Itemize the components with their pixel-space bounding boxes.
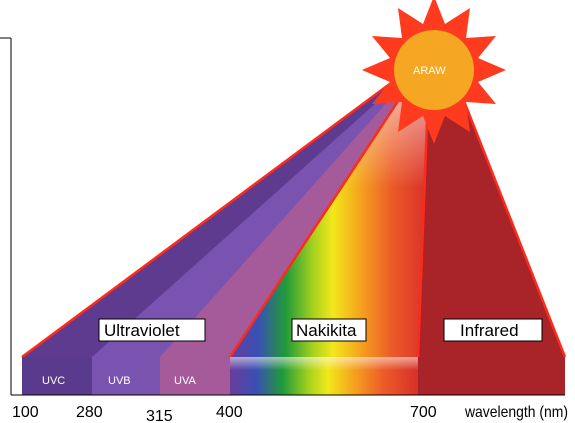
infrared-beam [418, 96, 565, 357]
outline-ray-left [21, 78, 396, 359]
uva-band [160, 357, 230, 395]
uvc-band [22, 357, 92, 395]
outline-ray-right [460, 95, 567, 358]
uva-label: UVA [174, 375, 196, 387]
infrared-band [418, 357, 565, 395]
tick-label-400: 400 [216, 404, 243, 421]
infrared-label-box [443, 318, 543, 342]
sun-label: ARAW [413, 65, 446, 77]
infrared-label: Infrared [460, 321, 519, 340]
tick-label-315: 315 [146, 408, 173, 423]
visible-beam-highlight [230, 96, 428, 357]
sun-disc [394, 30, 474, 110]
uvb-label: UVB [108, 375, 131, 387]
visible-band-highlight [230, 357, 418, 395]
uvb-band [92, 357, 160, 395]
sun-icon: ARAW [362, 0, 506, 144]
outline-ray-infrared [416, 95, 430, 358]
visible-label: Nakikita [296, 321, 357, 340]
tick-label-700: 700 [410, 404, 437, 421]
ultraviolet-label: Ultraviolet [104, 321, 180, 340]
uvb-beam [92, 86, 402, 357]
uva-beam [160, 90, 404, 357]
tick-label-280: 280 [76, 404, 103, 421]
tick-label-100: 100 [12, 404, 39, 421]
ultraviolet-label-box [98, 318, 206, 342]
visible-label-box [291, 318, 367, 342]
uvc-label: UVC [42, 375, 65, 387]
outline-ray-visible [228, 94, 404, 358]
axis-unit-label: wavelength (nm) [464, 404, 568, 421]
